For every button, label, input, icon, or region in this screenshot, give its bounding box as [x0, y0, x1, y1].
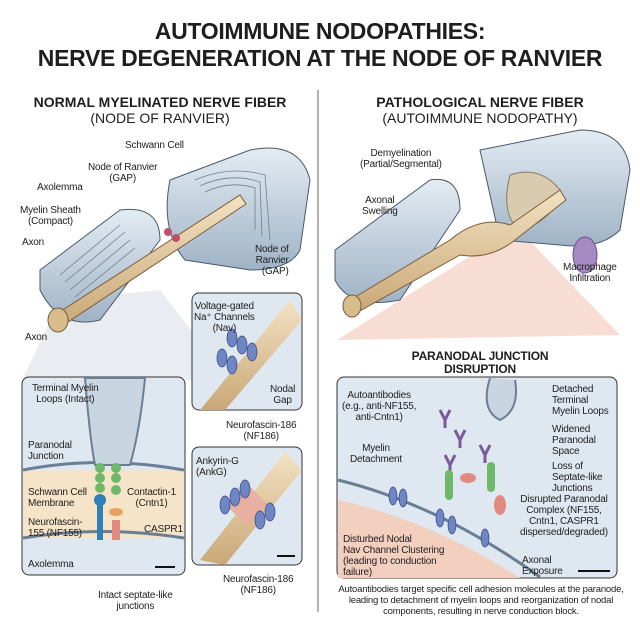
label-autoantibodies: Autoantibodies (e.g., anti-NF155, anti-C… [342, 390, 417, 423]
label-axon-bottom: Axon [25, 332, 47, 343]
label-septate: Intact septate-like junctions [98, 590, 173, 612]
title-line-1: AUTOIMMUNE NODOPATHIES: [154, 18, 486, 44]
label-loss-septate: Loss of Septate-like Junctions [552, 461, 603, 494]
label-nf186-top: Neurofascin-186 (NF186) [226, 420, 297, 442]
label-myelin-sheath: Myelin Sheath (Compact) [20, 205, 81, 227]
label-node-right: Node of Ranvier (GAP) [255, 244, 289, 277]
label-myelin-detachment: Myelin Detachment [350, 443, 402, 465]
label-terminal-loops: Terminal Myelin Loops (Intact) [32, 383, 99, 405]
paranodal-disruption-title: PARANODAL JUNCTION DISRUPTION [411, 349, 549, 376]
label-node-top: Node of Ranvier (GAP) [88, 162, 158, 184]
title-line-2: NERVE DEGENERATION AT THE NODE OF RANVIE… [37, 45, 603, 71]
label-disrupted-complex: Disrupted Paranodal Complex (NF155, Cntn… [520, 494, 608, 538]
label-paranodal-junction: Paranodal Junction [28, 440, 72, 462]
label-detached-loops: Detached Terminal Myelin Loops [552, 384, 609, 417]
left-subheading: (NODE OF RANVIER) [90, 110, 230, 126]
label-nodal-gap: Nodal Gap [270, 384, 296, 406]
label-schwann-cell: Schwann Cell [125, 140, 184, 151]
label-caspr1: CASPR1 [144, 524, 183, 535]
label-axonal-exposure: Axonal Exposure [522, 555, 563, 577]
caption: Autoantibodies target specific cell adhe… [338, 584, 624, 617]
paranode-proteins [94, 463, 123, 540]
left-heading: NORMAL MYELINATED NERVE FIBER [33, 94, 287, 110]
label-nf155: Neurofascin- 155 (NF155) [28, 517, 83, 539]
label-schwann-membrane: Schwann Cell Membrane [28, 487, 87, 509]
label-contactin: Contactin-1 (Cntn1) [127, 487, 176, 509]
label-nf186-bottom: Neurofascin-186 (NF186) [223, 574, 294, 596]
label-ankyrin: Ankyrin-G (AnkG) [196, 456, 239, 478]
label-axonal-swelling: Axonal Swelling [362, 195, 398, 217]
right-heading: PATHOLOGICAL NERVE FIBER [376, 94, 584, 110]
right-subheading: (AUTOIMMUNE NODOPATHY) [382, 110, 578, 126]
label-nav: Voltage-gated Na⁺ Channels (Nav) [194, 301, 255, 334]
label-demyelination: Demyelination (Partial/Segmental) [360, 148, 442, 170]
label-macrophage: Macrophage Infiltration [563, 262, 617, 284]
label-axon-top: Axon [22, 237, 44, 248]
normal-nerve-fiber [22, 147, 311, 380]
pathological-nerve-fiber [334, 129, 631, 340]
label-disturbed-nav: Disturbed Nodal Nav Channel Clustering (… [343, 534, 445, 578]
label-axolemma: Axolemma [37, 182, 83, 193]
label-axolemma-inset: Axolemma [28, 559, 74, 570]
label-widened-space: Widened Paranodal Space [552, 424, 596, 457]
autoantibodies [438, 409, 492, 473]
